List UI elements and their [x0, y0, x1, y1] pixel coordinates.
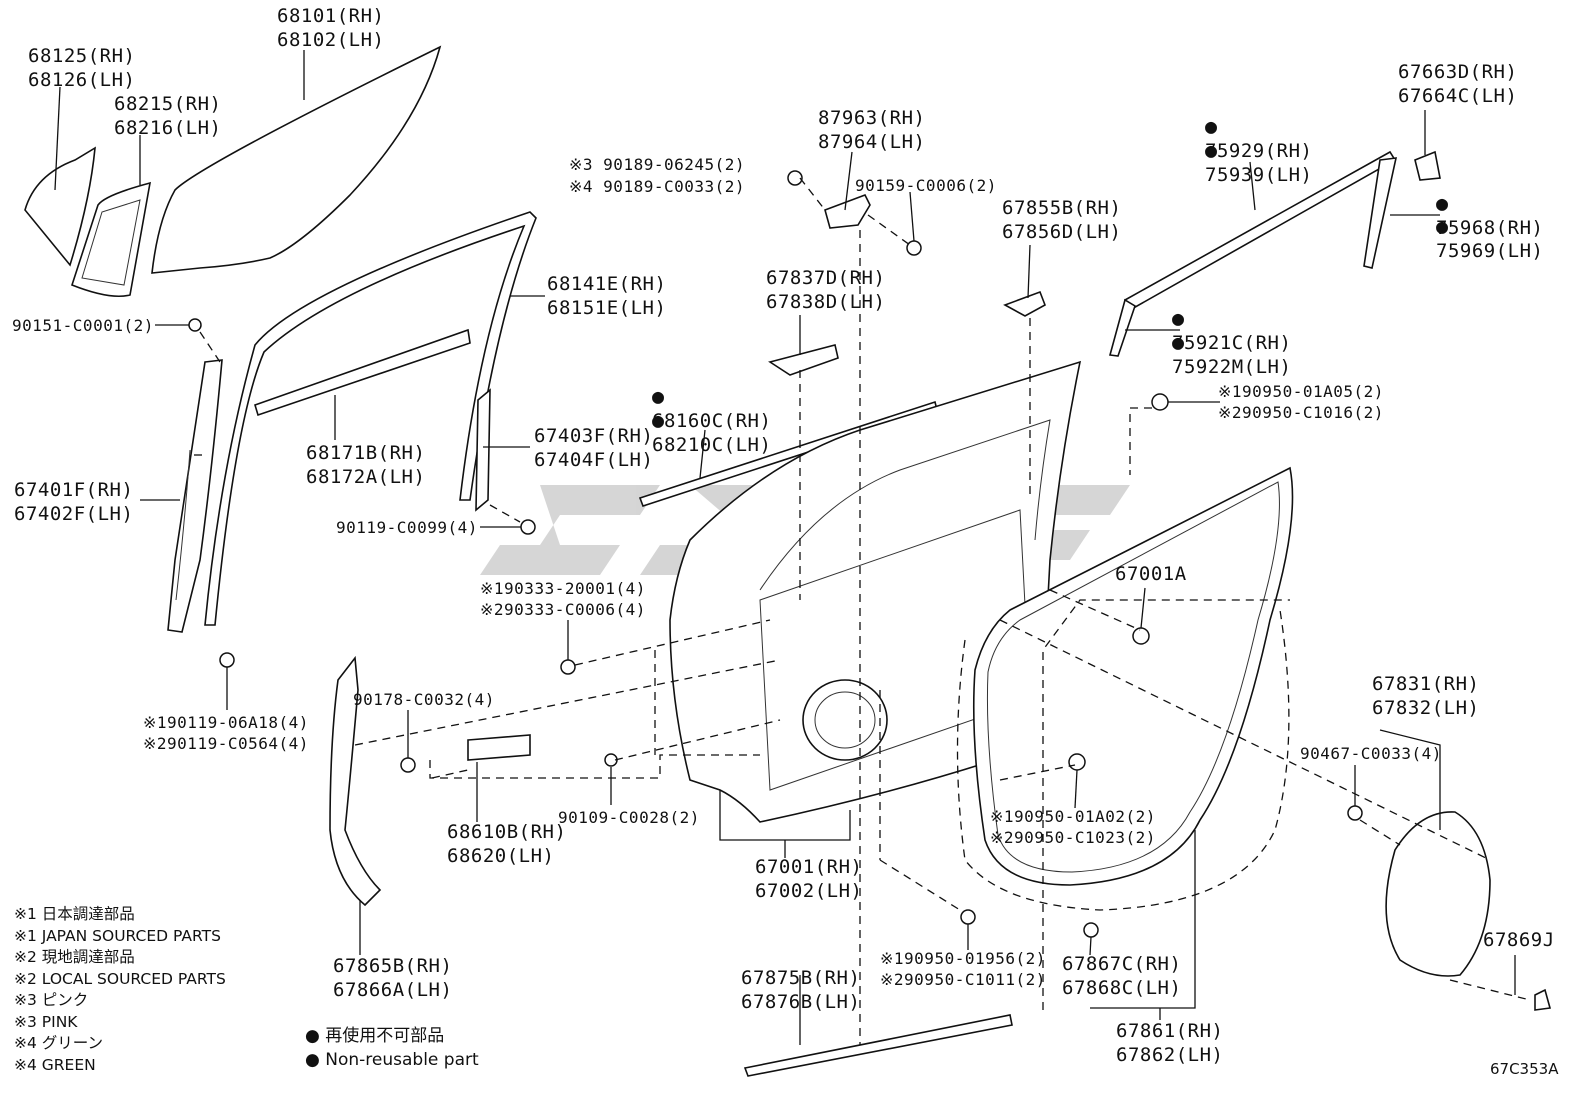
callout-67001A: 67001A	[1115, 563, 1187, 585]
belt-moulding-inner	[254, 328, 471, 417]
leader-lines	[54, 50, 1516, 1045]
callout-90119-C0099: 90119-C0099(4)	[336, 518, 478, 537]
callout-67865: 67865B(RH)67866A(LH)	[333, 955, 453, 1001]
callout-68101: 68101(RH)68102(LH)	[277, 5, 385, 51]
sourcing-notes: ※1 日本調達部品※1 JAPAN SOURCED PARTS※2 現地調達部品…	[14, 905, 226, 1074]
door-glass	[151, 45, 442, 274]
callout-68141: 68141E(RH)68151E(LH)	[547, 273, 667, 319]
quarter-glass-seal	[71, 181, 152, 298]
callout-90109: 90109-C0028(2)	[558, 808, 700, 827]
callout-87963: 87963(RH)87964(LH)	[818, 107, 926, 153]
callout-67831: 67831(RH)67832(LH)	[1372, 673, 1480, 719]
callout-67663: 67663D(RH)67664C(LH)	[1398, 61, 1518, 107]
callout-90950-01956: ※190950-01956(2)※290950-C1011(2)	[880, 949, 1046, 989]
callout-67867: 67867C(RH)67868C(LH)	[1062, 953, 1182, 999]
glass-run	[204, 211, 537, 626]
service-hole-cover	[1385, 811, 1491, 977]
assembly-lines	[194, 177, 1531, 1045]
callout-67403: 67403F(RH)67404F(LH)	[534, 425, 654, 471]
callout-68215: 68215(RH)68216(LH)	[114, 93, 222, 139]
inner-bracket	[768, 344, 839, 376]
callout-68610: 68610B(RH)68620(LH)	[447, 821, 567, 867]
quarter-glass	[24, 146, 96, 267]
callout-90159: 90159-C0006(2)	[855, 176, 997, 195]
callout-90151: 90151-C0001(2)	[12, 316, 154, 335]
callout-68210: 68210C(LH)	[652, 408, 771, 457]
callout-68171: 68171B(RH)68172A(LH)	[306, 442, 426, 488]
callout-67875: 67875B(RH)67876B(LH)	[741, 967, 861, 1013]
callout-75969: 75969(LH)	[1436, 214, 1543, 263]
mirror-bracket	[824, 193, 871, 229]
callout-75939: 75939(LH)	[1205, 138, 1312, 187]
callout-90467: 90467-C0033(4)	[1300, 744, 1442, 763]
callout-90178: 90178-C0032(4)	[353, 690, 495, 709]
callout-67861: 67861(RH)67862(LH)	[1116, 1020, 1224, 1066]
legend-non-reusable: 再使用不可部品Non-reusable part	[305, 1024, 478, 1072]
rear-pillar-moulding	[1363, 157, 1398, 269]
callout-90119-06A18: ※190119-06A18(4)※290119-C0564(4)	[143, 713, 309, 753]
corner-piece	[1414, 150, 1441, 181]
hinge-bracket	[1003, 290, 1046, 317]
door-pillar-panel	[329, 655, 382, 907]
callout-90950-01A05: ※190950-01A05(2)※290950-C1016(2)	[1218, 382, 1384, 422]
callout-90333: ※190333-20001(4)※290333-C0006(4)	[480, 579, 646, 619]
division-bar	[475, 388, 491, 512]
lower-moulding	[743, 1014, 1013, 1077]
door-weatherstrip	[972, 466, 1294, 886]
callout-67869: 67869J	[1483, 929, 1555, 951]
front-corner-moulding	[1108, 298, 1136, 357]
callout-67401: 67401F(RH)67402F(LH)	[14, 479, 134, 525]
callout-67001: 67001(RH)67002(LH)	[755, 856, 863, 902]
clip-67869	[1534, 988, 1552, 1011]
diagram-code: 67C353A	[1490, 1060, 1559, 1078]
front-pillar-garnish	[167, 359, 223, 633]
callout-67855: 67855B(RH)67856D(LH)	[1002, 197, 1122, 243]
callout-90189: ※3 90189-06245(2)※4 90189-C0033(2)	[569, 155, 746, 196]
callout-67837: 67837D(RH)67838D(LH)	[766, 267, 886, 313]
door-check	[467, 734, 531, 761]
callout-68125: 68125(RH)68126(LH)	[28, 45, 136, 91]
callout-75922: 75922M(LH)	[1172, 330, 1291, 379]
callout-90950-01A02: ※190950-01A02(2)※290950-C1023(2)	[990, 807, 1156, 847]
